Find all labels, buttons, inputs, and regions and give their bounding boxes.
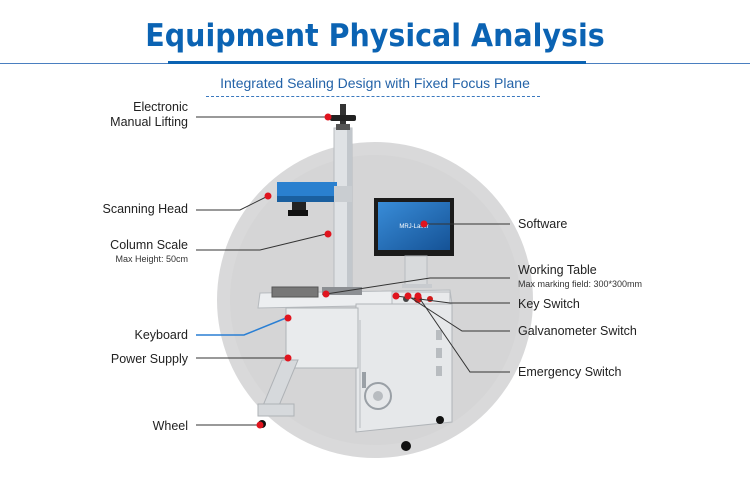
- label-scanning-head: Scanning Head: [102, 202, 188, 216]
- label-key-switch: Key Switch: [518, 297, 580, 311]
- fan-grill: [364, 382, 392, 410]
- scanning-head: [277, 182, 337, 198]
- label-emergency-switch: Emergency Switch: [518, 365, 622, 379]
- label-lifting-line1: Electronic: [133, 100, 188, 114]
- subtitle-rule: [206, 96, 540, 97]
- title-rule-left: [0, 63, 168, 64]
- label-column-scale-note: Max Height: 50cm: [115, 254, 188, 264]
- working-table-plate: [322, 287, 362, 295]
- screen-logo: MRJ-Laser: [399, 224, 428, 230]
- subtitle: Integrated Sealing Design with Fixed Foc…: [220, 75, 530, 91]
- title-area: Equipment Physical Analysis: [0, 0, 750, 70]
- label-galvanometer-switch: Galvanometer Switch: [518, 324, 637, 338]
- title-underline: [168, 61, 586, 64]
- side-vents: [436, 330, 442, 376]
- label-power-supply: Power Supply: [110, 352, 188, 366]
- label-software: Software: [518, 217, 568, 231]
- pointer-dots: [256, 113, 428, 429]
- keyboard-panel: [271, 286, 319, 298]
- label-keyboard: Keyboard: [134, 328, 188, 342]
- label-working-table: Working Table: [518, 263, 597, 277]
- label-wheel: Wheel: [152, 419, 188, 433]
- label-column-scale: Column Scale: [110, 238, 188, 252]
- keyboard-leader: [196, 317, 287, 336]
- label-lifting-line2: Manual Lifting: [110, 115, 188, 129]
- left-leader-lines: [196, 116, 327, 426]
- title-rule-right: [586, 63, 750, 64]
- page-title: Equipment Physical Analysis: [145, 18, 605, 54]
- label-electronic-lifting: Electronic Manual Lifting: [110, 100, 188, 130]
- label-working-table-note: Max marking field: 300*300mm: [518, 279, 643, 289]
- right-leader-lines: [325, 223, 510, 373]
- wheel-1: [401, 441, 411, 451]
